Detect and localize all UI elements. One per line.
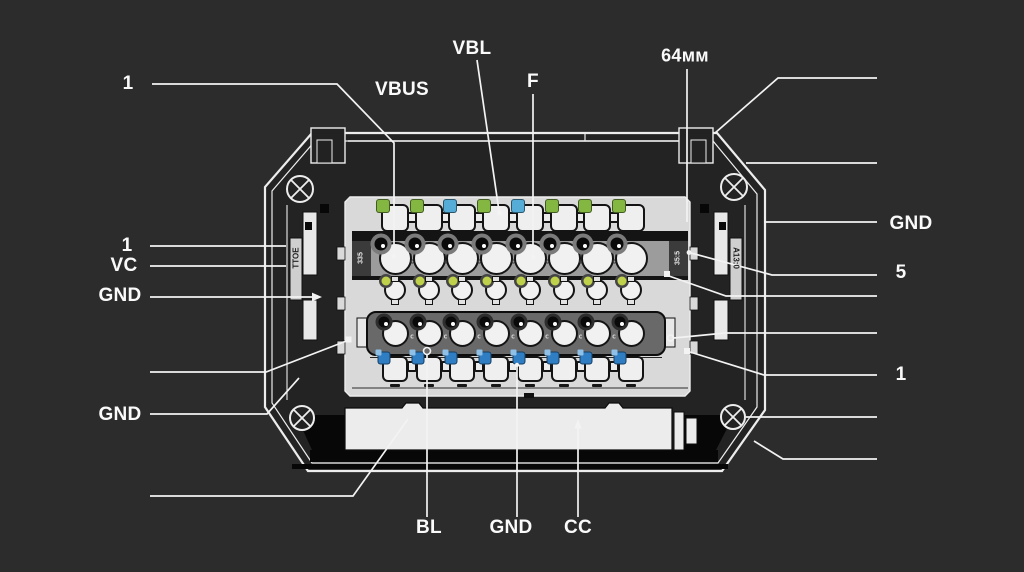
bottom-plate — [344, 402, 698, 451]
top-wall — [348, 134, 688, 142]
screw-top-left — [286, 175, 314, 203]
screw-top-right — [720, 173, 748, 201]
contact-panel — [336, 196, 699, 398]
screw-bottom-left — [289, 405, 315, 431]
screw-bottom-right — [720, 404, 746, 430]
